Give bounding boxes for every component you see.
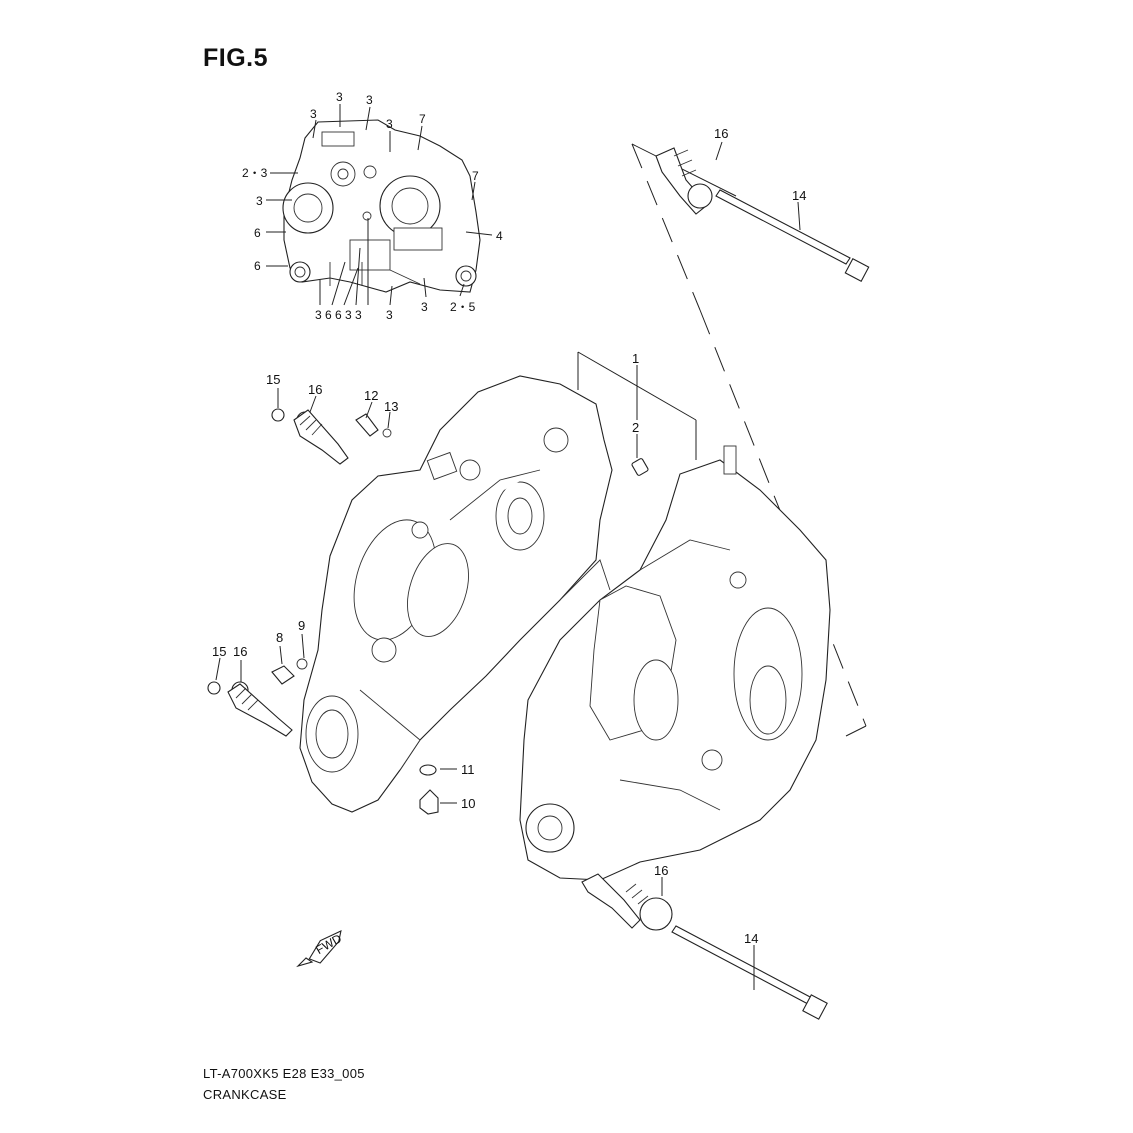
inset-callout-3-bottom-right: 3: [421, 300, 428, 314]
diagram-code: LT-A700XK5 E28 E33_005: [203, 1066, 365, 1081]
diagram-name: CRANKCASE: [203, 1087, 287, 1102]
drain-plug-group: [419, 764, 439, 815]
callout-9: 9: [298, 618, 305, 633]
callout-16-lower: 16: [233, 644, 247, 659]
callout-13: 13: [384, 399, 398, 414]
callout-16-top: 16: [714, 126, 728, 141]
figure-title: FIG.5: [203, 44, 269, 72]
inset-callout-2-5: 2・5: [450, 300, 476, 314]
top-strainer-bolt: [655, 147, 870, 283]
main-leaders: [215, 141, 801, 990]
callout-14-bottom: 14: [744, 931, 758, 946]
left-crankcase-half: [299, 375, 613, 813]
inset-callout-3-left: 3: [256, 194, 263, 208]
inset-callout-6-lower: 6: [254, 259, 261, 273]
inset-callout-6-upper: 6: [254, 226, 261, 240]
inset-callout-4: 4: [496, 229, 503, 243]
inset-callout-3-top-left: 3: [310, 107, 317, 121]
callout-15-upper: 15: [266, 372, 280, 387]
inset-callout-bottom-row: 3 6 6 3 3: [315, 308, 362, 322]
callout-1: 1: [632, 351, 639, 366]
callout-8: 8: [276, 630, 283, 645]
callout-16-upper: 16: [308, 382, 322, 397]
dowel-pin: [631, 458, 649, 476]
callout-16-bottom: 16: [654, 863, 668, 878]
callout-15-lower: 15: [212, 644, 226, 659]
inset-callout-2-3: 2・3: [242, 166, 268, 180]
lower-strainer-group: [207, 658, 308, 737]
inset-callout-3-top-right: 3: [366, 93, 373, 107]
callout-14-top: 14: [792, 188, 806, 203]
upper-strainer-group: [271, 408, 392, 465]
callout-2: 2: [632, 420, 639, 435]
inset-callout-7-right: 7: [472, 169, 479, 183]
callout-11: 11: [461, 762, 475, 777]
inset-callout-3-bottom-mid: 3: [386, 308, 393, 322]
right-crankcase-half: [519, 445, 831, 881]
inset-callout-7-upper: 7: [419, 112, 426, 126]
bottom-strainer-bolt: [581, 873, 828, 1020]
inset-crankcase-view: [282, 119, 481, 293]
callout-10: 10: [461, 796, 475, 811]
inset-callout-3-top: 3: [336, 90, 343, 104]
inset-leaders: [266, 104, 493, 306]
forward-direction-arrow: FWD: [296, 929, 344, 968]
callout-12: 12: [364, 388, 378, 403]
inset-callout-3-upper: 3: [386, 117, 393, 131]
